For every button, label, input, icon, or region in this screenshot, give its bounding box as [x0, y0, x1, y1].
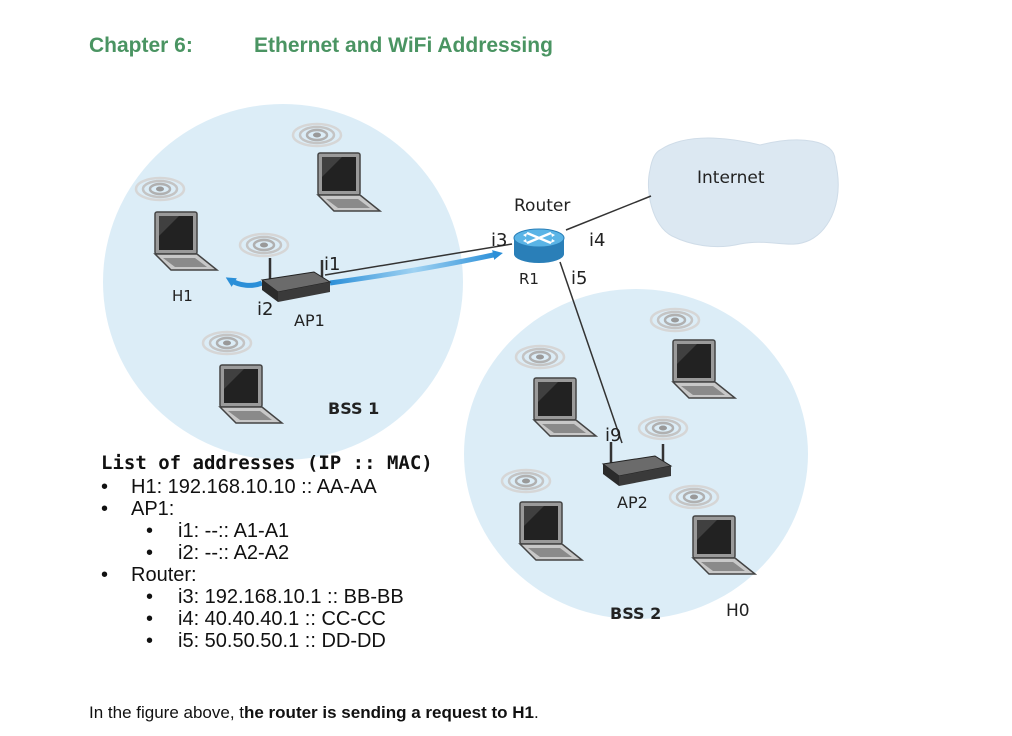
- wifi-signal-icon: [201, 330, 253, 356]
- router-icon: [513, 228, 565, 263]
- list-item: •H1: 192.168.10.10 :: AA-AA: [101, 476, 377, 498]
- h0-label: H0: [726, 601, 750, 621]
- address-list-title: List of addresses (IP :: MAC): [101, 452, 433, 474]
- internet-cloud: [647, 137, 839, 248]
- wifi-signal-icon: [649, 307, 701, 333]
- iface-i4-label: i4: [589, 230, 605, 251]
- iface-i9-label: i9: [605, 425, 621, 446]
- wifi-signal-icon: [637, 415, 689, 441]
- arrow-ap1-to-h1: [225, 277, 263, 288]
- ap1-label: AP1: [294, 311, 325, 330]
- list-item: •i2: --:: A2-A2: [146, 542, 290, 564]
- router-name: R1: [519, 270, 539, 288]
- bss2-label: BSS 2: [610, 604, 661, 623]
- wifi-signal-icon: [134, 176, 186, 202]
- chapter-label: Chapter 6:: [89, 34, 193, 57]
- wifi-signal-icon: [291, 122, 343, 148]
- list-item: •AP1:: [101, 498, 175, 520]
- list-item: •i4: 40.40.40.1 :: CC-CC: [146, 608, 386, 630]
- address-list: List of addresses (IP :: MAC) •H1: 192.1…: [101, 452, 433, 652]
- wifi-signal-icon: [238, 232, 290, 258]
- arrow-ap1-to-router: [329, 250, 503, 286]
- list-item: •i5: 50.50.50.1 :: DD-DD: [146, 630, 386, 652]
- ap1-router-link: [324, 243, 513, 276]
- router-label: Router: [514, 196, 570, 216]
- list-item: •Router:: [101, 564, 197, 586]
- ap2-label: AP2: [617, 493, 648, 512]
- list-item: •i3: 192.168.10.1 :: BB-BB: [146, 586, 404, 608]
- bss2-area: [464, 289, 808, 619]
- iface-i1-label: i1: [324, 254, 340, 275]
- h1-label: H1: [172, 287, 193, 305]
- router-internet-link: [565, 195, 652, 231]
- wifi-signal-icon: [514, 344, 566, 370]
- wifi-signal-icon: [500, 468, 552, 494]
- wifi-signal-icon: [668, 484, 720, 510]
- bss1-label: BSS 1: [328, 399, 379, 418]
- iface-i3-label: i3: [491, 230, 507, 251]
- page-title: Ethernet and WiFi Addressing: [254, 34, 553, 57]
- caption: In the figure above, the router is sendi…: [89, 703, 539, 722]
- internet-label: Internet: [697, 168, 765, 188]
- router-ap2-link: [559, 261, 623, 444]
- iface-i2-label: i2: [257, 299, 273, 320]
- list-item: •i1: --:: A1-A1: [146, 520, 290, 542]
- iface-i5-label: i5: [571, 268, 587, 289]
